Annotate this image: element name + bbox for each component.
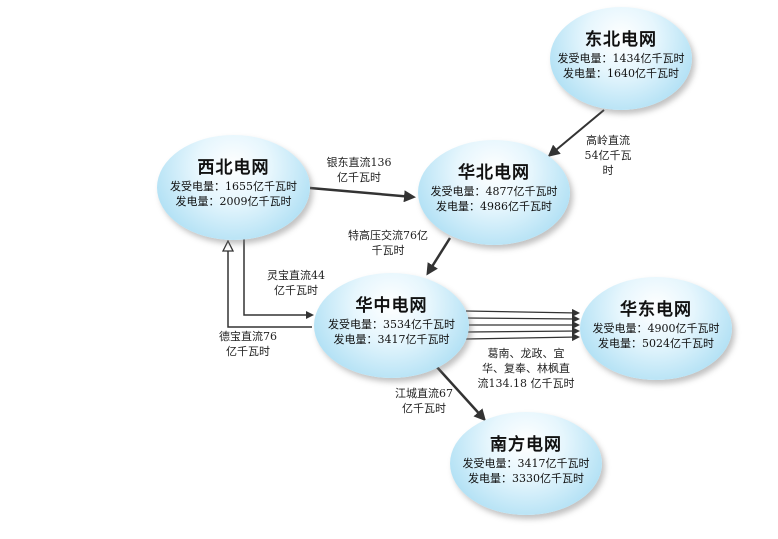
- label-gezhou: 葛南、龙政、宜 华、复奉、林枫直 流134.18 亿千瓦时: [470, 346, 582, 391]
- node-xibei-send: 发电量：2009亿千瓦时: [175, 195, 292, 208]
- link-gezhou-arrow-2: [465, 314, 580, 323]
- node-huadong-receive: 发受电量：4900亿千瓦时: [592, 322, 720, 335]
- label-tegaoya-line1: 特高压交流76亿: [348, 229, 428, 242]
- node-huabei-receive: 发受电量：4877亿千瓦时: [430, 185, 558, 198]
- node-huazhong-receive: 发受电量：3534亿千瓦时: [328, 318, 455, 331]
- link-jiangcheng-arrow: [435, 365, 487, 422]
- link-tegaoya-arrow: [426, 237, 452, 276]
- label-gezhou-line2: 华、复奉、林枫直: [482, 362, 570, 375]
- label-yindong: 银东直流136 亿千瓦时: [318, 155, 400, 185]
- label-tegaoya: 特高压交流76亿 千瓦时: [338, 228, 438, 258]
- link-gezhou-arrow-5: [465, 333, 580, 342]
- node-huabei-name: 华北电网: [458, 163, 530, 183]
- label-debao-line1: 德宝直流76: [219, 330, 277, 343]
- label-gaoling: 高岭直流 54亿千瓦 时: [578, 133, 638, 178]
- label-gezhou-line1: 葛南、龙政、宜: [487, 347, 565, 360]
- label-debao-line2: 亿千瓦时: [226, 345, 270, 358]
- label-yindong-line2: 亿千瓦时: [337, 171, 381, 184]
- label-gaoling-line3: 时: [602, 164, 614, 177]
- node-xibei: 西北电网 发受电量：1655亿千瓦时 发电量：2009亿千瓦时: [157, 135, 310, 240]
- link-debao-arrow: [228, 242, 312, 328]
- label-yindong-line1: 银东直流136: [326, 156, 392, 169]
- node-nanfang: 南方电网 发受电量：3417亿千瓦时 发电量：3330亿千瓦时: [450, 412, 602, 515]
- node-dongbei-receive: 发受电量：1434亿千瓦时: [557, 52, 685, 65]
- label-gaoling-line1: 高岭直流: [586, 134, 630, 147]
- label-lingbao-line2: 亿千瓦时: [274, 284, 318, 297]
- node-huabei-send: 发电量：4986亿千瓦时: [436, 200, 552, 213]
- link-gezhou-arrow-4: [466, 327, 580, 336]
- node-huadong: 华东电网 发受电量：4900亿千瓦时 发电量：5024亿千瓦时: [580, 277, 732, 380]
- label-jiangcheng: 江城直流67 亿千瓦时: [388, 386, 460, 416]
- label-jiangcheng-line2: 亿千瓦时: [402, 402, 446, 415]
- node-xibei-name: 西北电网: [197, 158, 270, 178]
- label-gaoling-line2: 54亿千瓦: [584, 149, 632, 162]
- label-gezhou-line3: 流134.18 亿千瓦时: [477, 377, 575, 390]
- node-nanfang-send: 发电量：3330亿千瓦时: [468, 472, 584, 485]
- node-nanfang-name: 南方电网: [490, 435, 562, 455]
- link-yindong-arrow: [309, 186, 416, 203]
- link-gaoling-arrow: [547, 109, 605, 157]
- label-jiangcheng-line1: 江城直流67: [395, 387, 453, 400]
- node-huadong-name: 华东电网: [620, 300, 692, 320]
- node-nanfang-receive: 发受电量：3417亿千瓦时: [462, 457, 590, 470]
- label-debao: 德宝直流76 亿千瓦时: [208, 329, 288, 359]
- label-lingbao-line1: 灵宝直流44: [267, 269, 325, 282]
- node-dongbei-send: 发电量：1640亿千瓦时: [563, 67, 679, 80]
- node-huazhong: 华中电网 发受电量：3534亿千瓦时 发电量：3417亿千瓦时: [314, 273, 469, 378]
- node-dongbei: 东北电网 发受电量：1434亿千瓦时 发电量：1640亿千瓦时: [550, 7, 692, 110]
- link-lingbao-arrow: [243, 238, 314, 319]
- label-tegaoya-line2: 千瓦时: [371, 244, 405, 257]
- link-gezhou-arrow-1: [465, 308, 580, 317]
- node-dongbei-name: 东北电网: [585, 30, 657, 50]
- node-huazhong-name: 华中电网: [355, 296, 428, 316]
- node-huabei: 华北电网 发受电量：4877亿千瓦时 发电量：4986亿千瓦时: [418, 140, 570, 245]
- node-huazhong-send: 发电量：3417亿千瓦时: [333, 333, 450, 346]
- node-huadong-send: 发电量：5024亿千瓦时: [598, 337, 714, 350]
- label-lingbao: 灵宝直流44 亿千瓦时: [258, 268, 334, 298]
- node-xibei-receive: 发受电量：1655亿千瓦时: [170, 180, 297, 193]
